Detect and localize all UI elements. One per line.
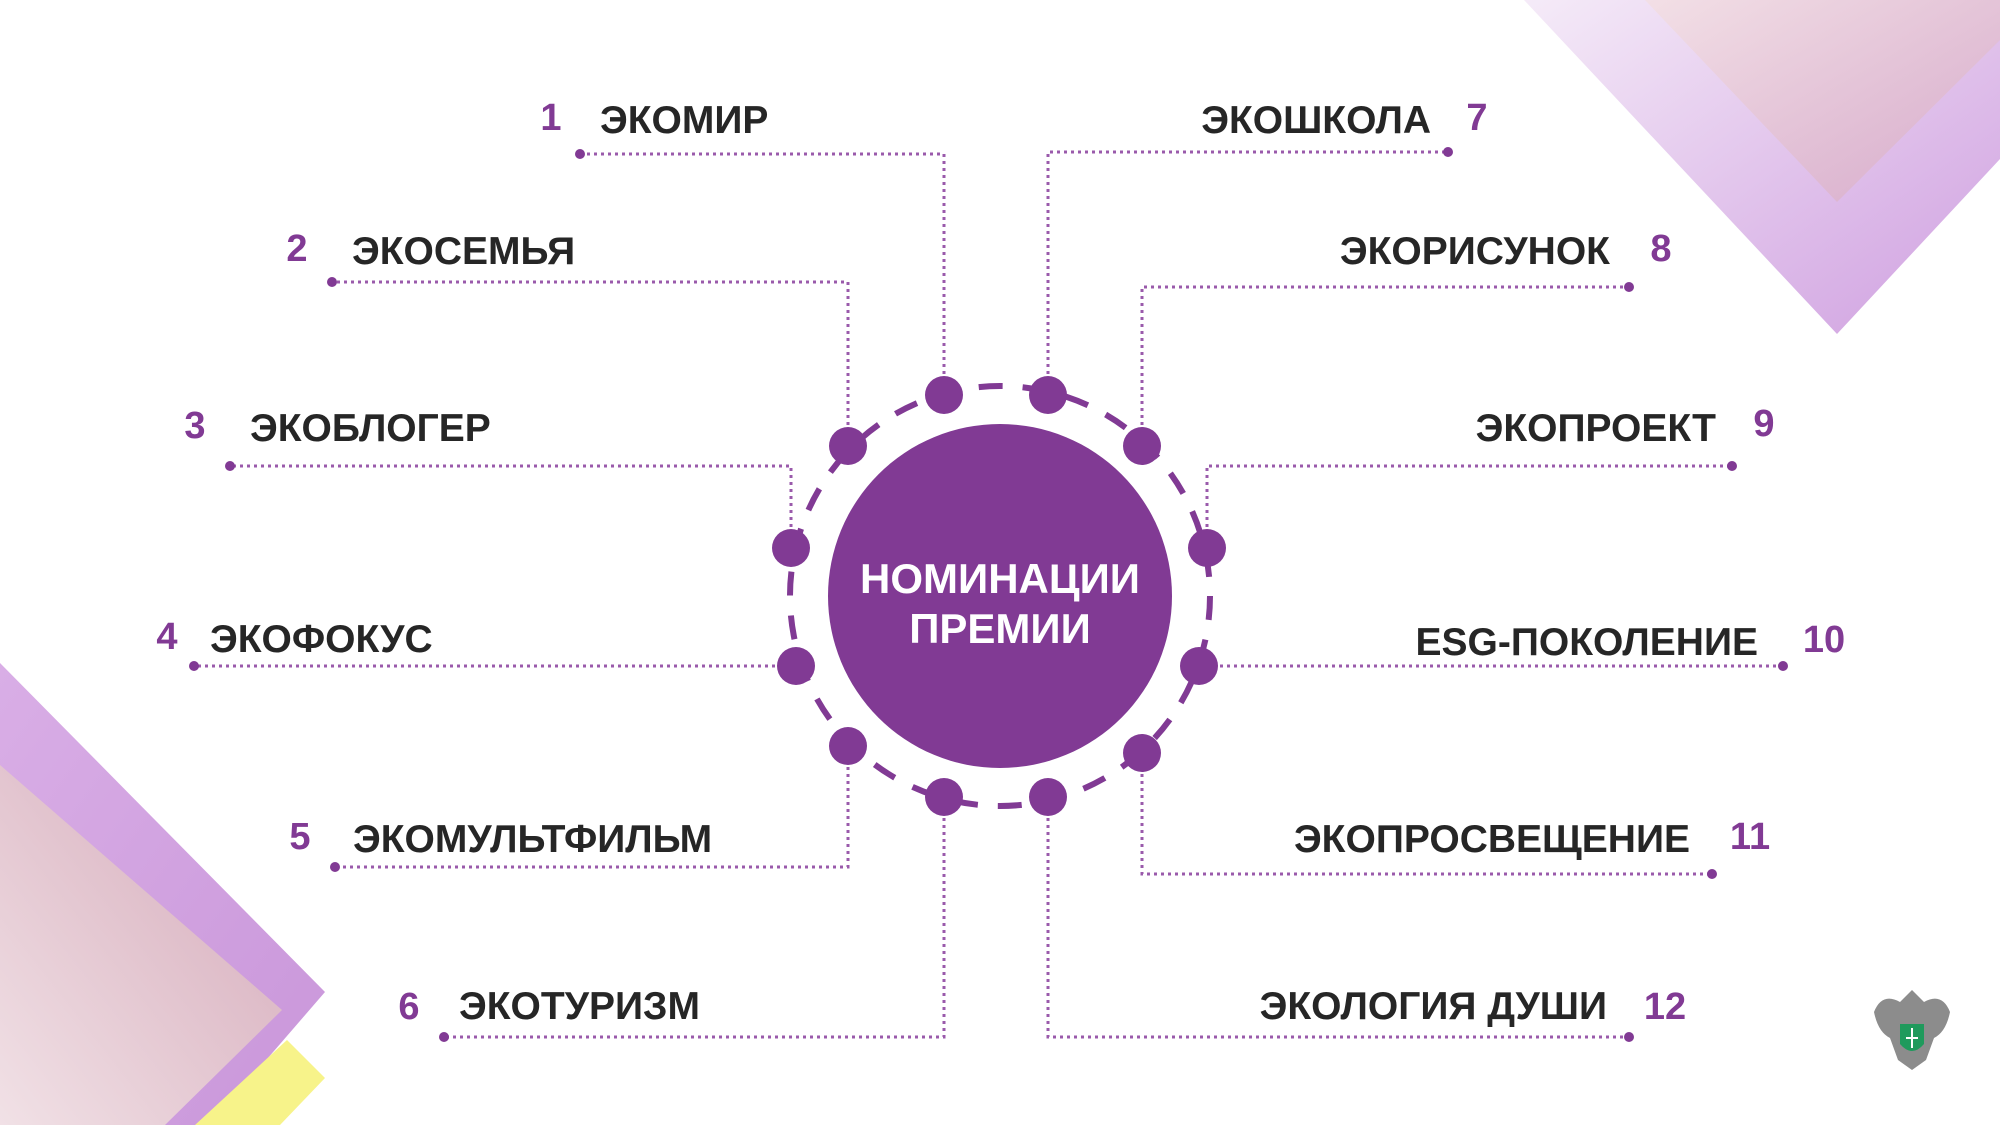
- ring-node-5: [829, 727, 867, 765]
- nomination-label: ЭКОЛОГИЯ ДУШИ: [1260, 985, 1607, 1028]
- connector-end-dot: [189, 661, 199, 671]
- decor-bottom-left: [0, 663, 325, 1125]
- ring-node-9: [1188, 529, 1226, 567]
- nomination-label: ЭКОМУЛЬТФИЛЬМ: [353, 818, 712, 861]
- ring-node-12: [1029, 778, 1067, 816]
- nomination-label: ЭКОРИСУНОК: [1340, 230, 1610, 273]
- nomination-number: 9: [1753, 403, 1774, 445]
- connector-end-dot: [1624, 1032, 1634, 1042]
- nomination-number: 6: [398, 986, 419, 1028]
- nomination-number: 5: [289, 816, 310, 858]
- connector-line-8: [1140, 285, 1629, 446]
- connector-end-dot: [1624, 282, 1634, 292]
- connector-lines: [189, 147, 1788, 1042]
- connector-line-11: [1140, 753, 1712, 876]
- nomination-label: ЭКОПРОСВЕЩЕНИЕ: [1294, 818, 1690, 861]
- connector-line-5: [335, 746, 850, 869]
- connector-line-9: [1205, 464, 1732, 548]
- ring-node-3: [772, 529, 810, 567]
- nomination-label: ESG-ПОКОЛЕНИЕ: [1416, 621, 1758, 664]
- ring-node-4: [777, 647, 815, 685]
- connector-end-dot: [575, 149, 585, 159]
- connector-end-dot: [1778, 661, 1788, 671]
- nomination-number: 4: [156, 616, 177, 658]
- nomination-label: ЭКОБЛОГЕР: [250, 407, 491, 450]
- nomination-label: ЭКОПРОЕКТ: [1476, 407, 1717, 450]
- nomination-label: ЭКОМИР: [600, 99, 768, 142]
- connector-line-6: [444, 797, 946, 1039]
- nomination-number: 1: [540, 97, 561, 139]
- nomination-label: ЭКОШКОЛА: [1201, 99, 1431, 142]
- connector-line-7: [1046, 150, 1448, 395]
- connector-end-dot: [1443, 147, 1453, 157]
- connector-line-3: [230, 464, 793, 548]
- center-title-line1: НОМИНАЦИИ: [860, 555, 1140, 602]
- connector-line-1: [580, 152, 946, 395]
- connector-line-12: [1046, 797, 1629, 1039]
- ring-node-7: [1029, 376, 1067, 414]
- nomination-number: 12: [1644, 986, 1686, 1028]
- center-title-line2: ПРЕМИИ: [909, 605, 1091, 652]
- connector-end-dot: [330, 862, 340, 872]
- connector-line-2: [332, 280, 850, 446]
- center-circle: [828, 424, 1172, 768]
- connector-end-dot: [225, 461, 235, 471]
- connector-end-dot: [1727, 461, 1737, 471]
- nomination-label: ЭКОФОКУС: [210, 618, 433, 661]
- ring-node-11: [1123, 734, 1161, 772]
- ring-nodes: [772, 376, 1226, 816]
- nomination-number: 7: [1466, 97, 1487, 139]
- connector-end-dot: [1707, 869, 1717, 879]
- nomination-label: ЭКОТУРИЗМ: [459, 985, 700, 1028]
- nomination-number: 3: [184, 405, 205, 447]
- ring-node-1: [925, 376, 963, 414]
- decor-top-right: [1524, 0, 2000, 334]
- emblem-icon: [1874, 990, 1950, 1070]
- nomination-number: 11: [1730, 816, 1770, 858]
- nomination-number: 8: [1650, 228, 1671, 270]
- connector-end-dot: [327, 277, 337, 287]
- ring-node-10: [1180, 647, 1218, 685]
- ring-node-2: [829, 427, 867, 465]
- nomination-label: ЭКОСЕМЬЯ: [352, 230, 575, 273]
- ring-dashed: [787, 383, 1213, 809]
- ring-node-8: [1123, 427, 1161, 465]
- nomination-number: 10: [1803, 619, 1845, 661]
- connector-end-dot: [439, 1032, 449, 1042]
- nomination-labels: 1 ЭКОМИР 2 ЭКОСЕМЬЯ 3 ЭКОБЛОГЕР 4 ЭКОФОКУС 5 ЭКОМ…: [156, 97, 1845, 1028]
- nomination-number: 2: [286, 228, 307, 270]
- ring-node-6: [925, 778, 963, 816]
